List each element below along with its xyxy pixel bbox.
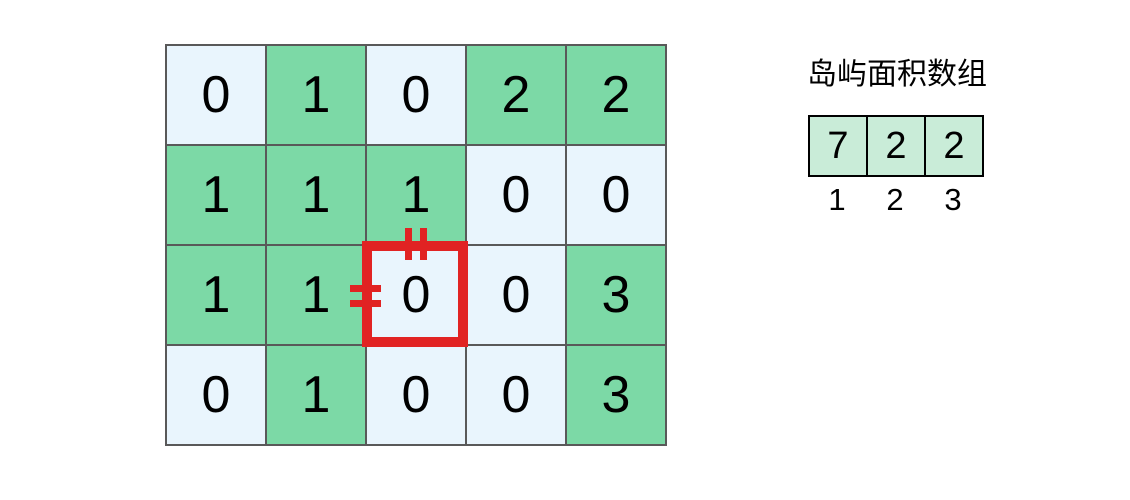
- grid-cell-r1c1: 0: [166, 45, 266, 145]
- grid-cell-r3c3: 0: [366, 245, 466, 345]
- equals-bar: [350, 300, 381, 307]
- grid-cell-r1c3: 0: [366, 45, 466, 145]
- grid-cell-r4c3: 0: [366, 345, 466, 445]
- array-index-3: 3: [944, 182, 962, 217]
- grid-cell-r4c4: 0: [466, 345, 566, 445]
- grid-cell-r2c2: 1: [266, 145, 366, 245]
- highlight-box: [362, 241, 468, 347]
- grid-cell-r3c1: 1: [166, 245, 266, 345]
- area-array-cell-1: 7: [808, 115, 868, 177]
- area-array-cell-2: 2: [866, 115, 926, 177]
- equals-bar: [405, 228, 412, 260]
- grid-cell-r4c2: 1: [266, 345, 366, 445]
- grid-cell-r2c1: 1: [166, 145, 266, 245]
- equals-bar: [420, 228, 427, 260]
- array-index-2: 2: [886, 182, 904, 217]
- array-indices: 1 2 3: [808, 184, 982, 215]
- grid-cell-r3c2: 1: [266, 245, 366, 345]
- grid-cell-r2c3: 1: [366, 145, 466, 245]
- grid-cell-r3c4: 0: [466, 245, 566, 345]
- grid-cell-r2c5: 0: [566, 145, 666, 245]
- equals-marker-top: [405, 228, 427, 260]
- grid-cell-r1c5: 2: [566, 45, 666, 145]
- grid-cell-r1c2: 1: [266, 45, 366, 145]
- grid-cell-r1c4: 2: [466, 45, 566, 145]
- equals-marker-left: [350, 285, 381, 307]
- panel-title: 岛屿面积数组: [807, 58, 987, 91]
- grid-cell-r4c5: 3: [566, 345, 666, 445]
- grid-cell-r4c1: 0: [166, 345, 266, 445]
- grid-cell-r3c5: 3: [566, 245, 666, 345]
- equals-bar: [350, 285, 381, 292]
- array-index-1: 1: [828, 182, 846, 217]
- area-array-cell-3: 2: [924, 115, 984, 177]
- grid-cell-r2c4: 0: [466, 145, 566, 245]
